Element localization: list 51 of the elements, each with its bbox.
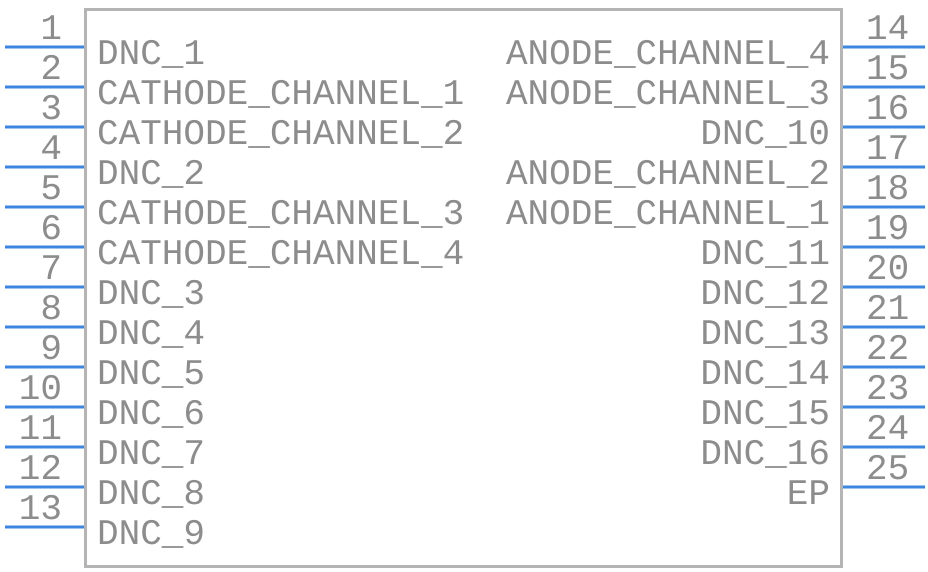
chip-body — [84, 8, 843, 568]
pin-name: CATHODE_CHANNEL_2 — [97, 118, 464, 152]
pin-number: 24 — [866, 413, 910, 447]
pin-name: CATHODE_CHANNEL_3 — [97, 198, 464, 232]
pin-number: 12 — [18, 453, 62, 487]
pin-name: DNC_4 — [97, 318, 206, 352]
pin-name: DNC_9 — [97, 518, 206, 552]
pin-number: 4 — [40, 133, 62, 167]
pin-number: 8 — [40, 293, 62, 327]
pin-number: 7 — [40, 253, 62, 287]
pin-name: CATHODE_CHANNEL_4 — [97, 238, 464, 272]
pin-number: 17 — [866, 133, 910, 167]
pin-name: DNC_8 — [97, 478, 206, 512]
pin-number: 18 — [866, 173, 910, 207]
pin-name: DNC_6 — [97, 398, 206, 432]
pin-number: 23 — [866, 373, 910, 407]
pin-number: 1 — [40, 13, 62, 47]
pin-name: ANODE_CHANNEL_1 — [506, 198, 830, 232]
pin-name: DNC_13 — [700, 318, 830, 352]
pin-name: ANODE_CHANNEL_4 — [506, 38, 830, 72]
pin-name: CATHODE_CHANNEL_1 — [97, 78, 464, 112]
pin-number: 11 — [18, 413, 62, 447]
pin-name: ANODE_CHANNEL_3 — [506, 78, 830, 112]
pin-name: DNC_16 — [700, 438, 830, 472]
pin-number: 13 — [18, 493, 62, 527]
pin-number: 22 — [866, 333, 910, 367]
pin-number: 14 — [866, 13, 910, 47]
pin-name: DNC_12 — [700, 278, 830, 312]
pin-name: DNC_11 — [700, 238, 830, 272]
pin-name: EP — [786, 478, 830, 512]
pin-number: 2 — [40, 53, 62, 87]
pin-name: DNC_1 — [97, 38, 206, 72]
pin-name: DNC_3 — [97, 278, 206, 312]
pin-number: 5 — [40, 173, 62, 207]
pin-number: 16 — [866, 93, 910, 127]
pin-number: 20 — [866, 253, 910, 287]
pin-number: 15 — [866, 53, 910, 87]
pin-name: DNC_14 — [700, 358, 830, 392]
pin-name: ANODE_CHANNEL_2 — [506, 158, 830, 192]
pin-number: 21 — [866, 293, 910, 327]
pin-name: DNC_15 — [700, 398, 830, 432]
pin-number: 19 — [866, 213, 910, 247]
pin-number: 10 — [18, 373, 62, 407]
pin-name: DNC_5 — [97, 358, 206, 392]
pin-number: 3 — [40, 93, 62, 127]
pin-name: DNC_7 — [97, 438, 206, 472]
pin-number: 9 — [40, 333, 62, 367]
pin-number: 25 — [866, 453, 910, 487]
pin-name: DNC_10 — [700, 118, 830, 152]
pin-number: 6 — [40, 213, 62, 247]
pin-name: DNC_2 — [97, 158, 206, 192]
